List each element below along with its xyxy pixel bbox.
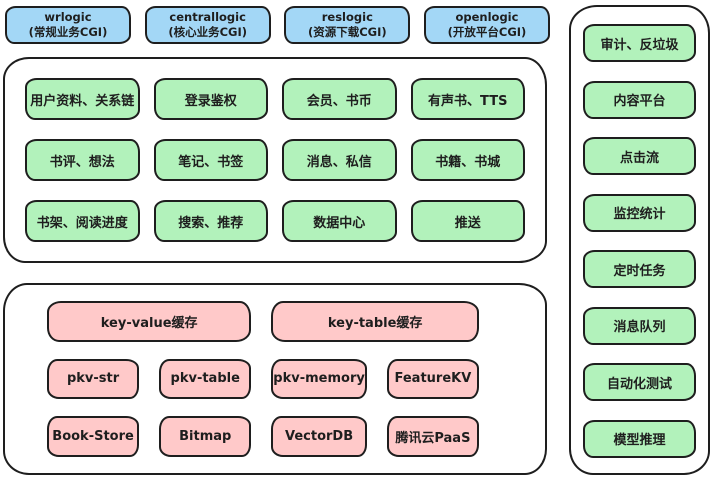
service-box: 模型推理 [583,419,696,458]
service-box: 内容平台 [583,80,696,119]
cgi-title: openlogic [455,10,519,25]
platform-services-container: 审计、反垃圾 内容平台 点击流 监控统计 定时任务 消息队列 自动化测试 模型推… [569,5,710,475]
cache-box-key-table: key-table缓存 [271,301,479,342]
cgi-layer-row: wrlogic (常规业务CGI) centrallogic (核心业务CGI)… [5,6,550,44]
service-box: 消息队列 [583,306,696,345]
cgi-title: reslogic [321,10,373,25]
storage-box: 腾讯云PaaS [386,416,479,457]
storage-box: Bitmap [159,416,252,457]
cgi-subtitle: (核心业务CGI) [168,25,247,39]
storage-box: pkv-table [159,358,252,400]
module-box: 书籍、书城 [410,139,525,181]
module-box: 用户资料、关系链 [25,78,140,120]
storage-layer-container: key-value缓存 key-table缓存 pkv-str pkv-tabl… [3,283,547,475]
module-box: 登录鉴权 [153,78,268,120]
cgi-box-wrlogic: wrlogic (常规业务CGI) [5,6,131,44]
module-box: 笔记、书签 [153,139,268,181]
cgi-box-openlogic: openlogic (开放平台CGI) [423,6,550,44]
service-box: 点击流 [583,137,696,176]
service-box: 审计、反垃圾 [583,24,696,62]
module-box: 书评、想法 [25,139,140,181]
module-box: 会员、书币 [282,78,397,120]
service-box: 监控统计 [583,193,696,232]
module-box: 推送 [410,200,525,242]
cgi-title: centrallogic [169,10,246,25]
business-modules-container: 用户资料、关系链 登录鉴权 会员、书币 有声书、TTS 书评、想法 笔记、书签 … [3,57,547,263]
module-box: 数据中心 [282,200,397,242]
module-box: 搜索、推荐 [153,200,268,242]
module-box: 有声书、TTS [410,78,525,120]
module-box: 书架、阅读进度 [25,200,140,242]
storage-box: pkv-str [47,358,140,400]
cgi-subtitle: (开放平台CGI) [447,25,527,39]
cgi-title: wrlogic [44,10,92,25]
service-box: 自动化测试 [583,363,696,402]
storage-box: FeatureKV [386,358,479,400]
cgi-box-centrallogic: centrallogic (核心业务CGI) [144,6,271,44]
service-box: 定时任务 [583,250,696,289]
storage-box: pkv-memory [271,358,367,400]
cache-box-key-value: key-value缓存 [47,301,252,342]
cgi-subtitle: (资源下载CGI) [307,25,387,39]
storage-box: Book-Store [47,416,140,457]
cgi-subtitle: (常规业务CGI) [28,25,108,39]
module-box: 消息、私信 [282,139,397,181]
storage-box: VectorDB [271,416,367,457]
cgi-box-reslogic: reslogic (资源下载CGI) [284,6,411,44]
